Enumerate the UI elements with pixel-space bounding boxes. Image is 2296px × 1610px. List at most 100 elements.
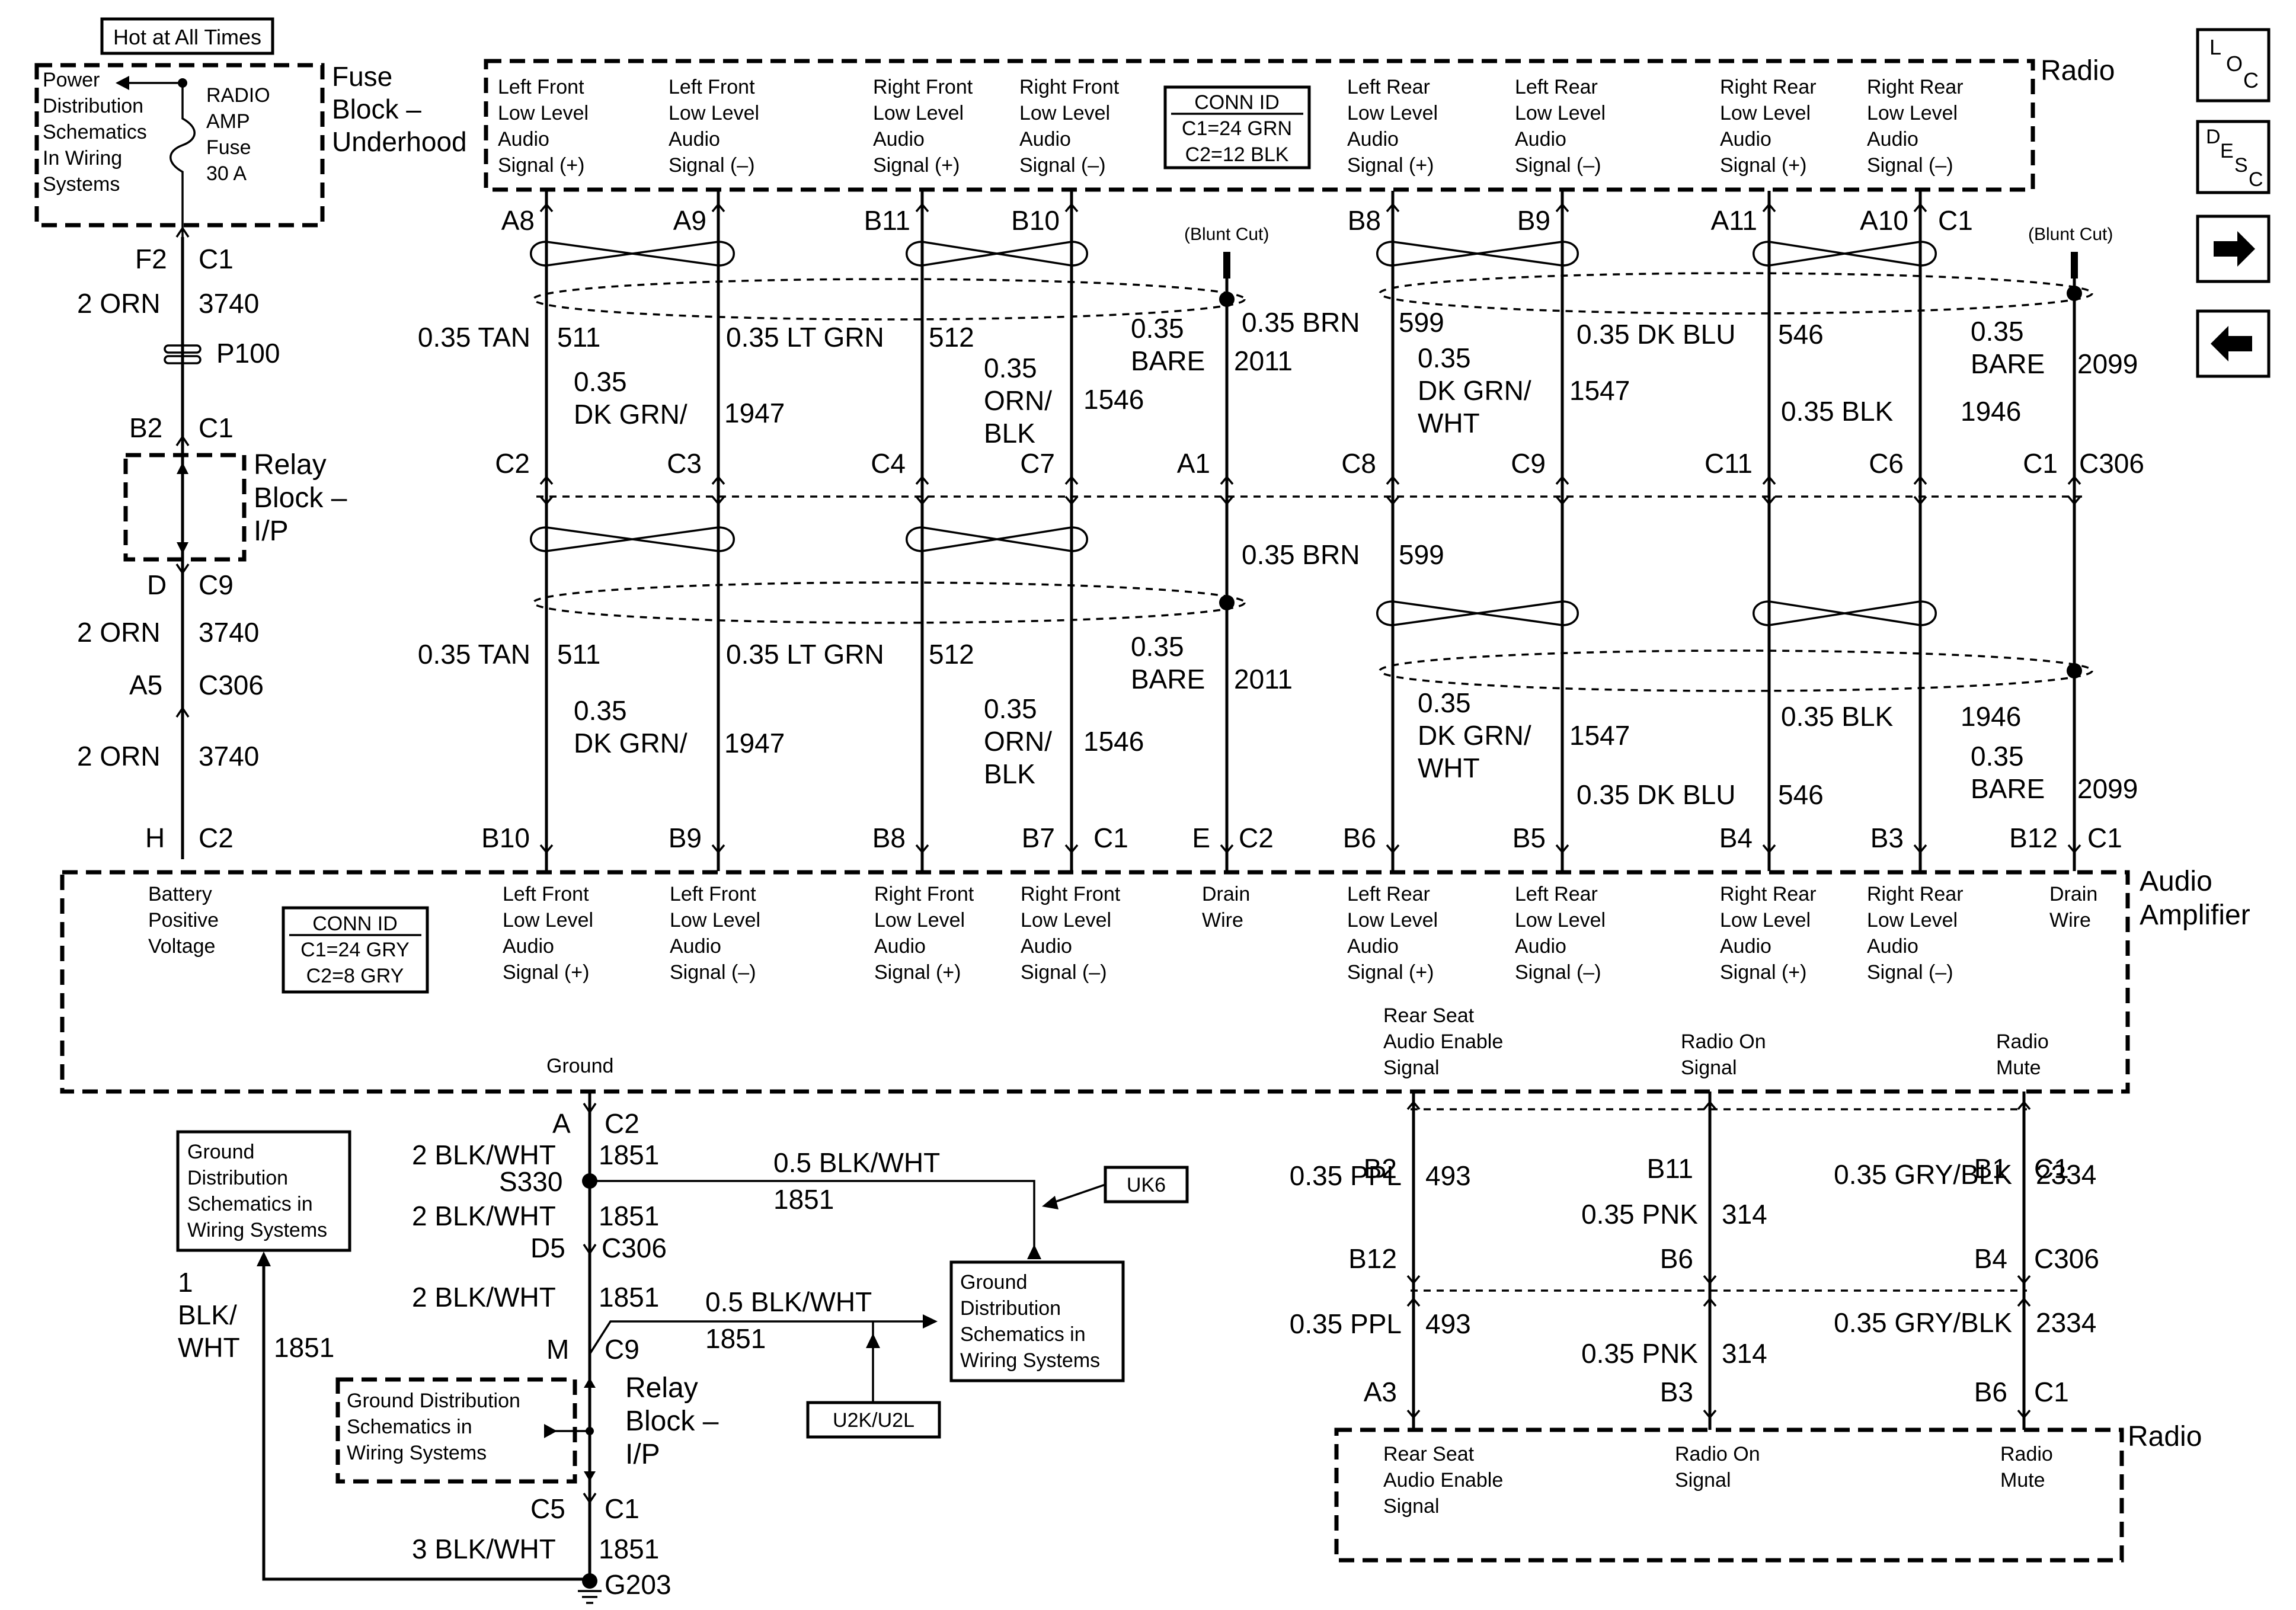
svg-text:2 BLK/WHT: 2 BLK/WHT: [412, 1140, 556, 1170]
connector-mark: [2067, 495, 2081, 505]
desc-button[interactable]: D E S C: [2196, 120, 2271, 194]
right-wire-size: 0.35 PNK: [1581, 1199, 1698, 1230]
radio-conn-id-title: CONN ID: [1194, 91, 1280, 114]
svg-text:1851: 1851: [773, 1184, 834, 1215]
right-pin-label: B6: [1974, 1377, 2007, 1407]
prev-button[interactable]: [2196, 309, 2271, 378]
connector-mark: [1220, 475, 1234, 485]
svg-text:Ground: Ground: [960, 1271, 1027, 1294]
wire-circuit-label: 1546: [1083, 726, 1144, 757]
conn-c2: C2: [199, 822, 234, 853]
svg-text:D: D: [2206, 126, 2221, 148]
shield-drain-dot: [2067, 663, 2082, 678]
svg-text:Systems: Systems: [43, 173, 120, 196]
wire-size-label: 0.35: [1418, 687, 1471, 718]
radio-pin-conn: C1: [1938, 205, 1973, 236]
svg-text:3740: 3740: [199, 741, 259, 772]
svg-text:WHT: WHT: [178, 1332, 240, 1363]
loc-button[interactable]: L O C: [2196, 28, 2271, 103]
shield-ellipse: [532, 581, 1246, 624]
amp-pin-c2: C2: [1239, 822, 1274, 853]
amp-pin-label: E: [1192, 822, 1210, 853]
twisted-pair-loop: [1376, 241, 1393, 267]
radio-pin-label: A9: [673, 205, 706, 236]
radio-signal-label: Audio: [1867, 128, 1918, 151]
amp-radio-mute-label: Radio Mute: [1996, 1030, 2049, 1079]
connector-mark: [2017, 1409, 2031, 1419]
right-wire-circuit: 493: [1425, 1160, 1471, 1191]
hot-at-all-times-label: Hot at All Times: [113, 25, 261, 49]
connector-mark: [915, 203, 929, 213]
radio-signal-label: Audio: [1720, 128, 1771, 151]
connector-mark: [1555, 844, 1569, 854]
next-button[interactable]: [2196, 215, 2271, 283]
svg-text:0.5 BLK/WHT: 0.5 BLK/WHT: [773, 1147, 940, 1178]
svg-text:Signal: Signal: [1383, 1057, 1440, 1079]
svg-text:Fuse: Fuse: [332, 61, 392, 92]
svg-text:Signal: Signal: [1681, 1057, 1737, 1079]
shield-drain-dot: [1219, 595, 1235, 610]
branch-ground-dist-wire[interactable]: [589, 1320, 925, 1355]
radio-signal-label: Low Level: [1867, 102, 1958, 124]
svg-text:I/P: I/P: [625, 1439, 660, 1470]
amp-signal-label: Left Front: [503, 883, 589, 905]
amp-signal-label: Signal (+): [874, 961, 961, 984]
svg-text:1851: 1851: [705, 1323, 766, 1354]
twisted-pair-loop: [1753, 241, 1770, 267]
right-wire-size: 0.35 PPL: [1290, 1308, 1402, 1339]
wire-size-label: WHT: [1418, 408, 1480, 438]
svg-text:Schematics in: Schematics in: [347, 1416, 472, 1438]
wire-size-label: BARE: [1971, 348, 2045, 379]
svg-text:1851: 1851: [599, 1201, 659, 1231]
connector-mark: [1762, 203, 1776, 213]
gnd-inner-note[interactable]: Ground Distribution Schematics in Wiring…: [347, 1390, 520, 1464]
radio-signal-label: Right Front: [873, 76, 973, 98]
left-ground-wire[interactable]: [262, 1262, 590, 1581]
branch-uk6-wire[interactable]: [590, 1180, 1035, 1253]
right-wire-size: 0.35 PPL: [1290, 1160, 1402, 1191]
amp-signal-label: Wire: [1202, 909, 1243, 932]
twisted-pair-loop: [906, 526, 923, 552]
wire-circuit-label: 1947: [724, 728, 785, 758]
amp-conn-id-box: [282, 906, 429, 994]
connector-mark: [539, 475, 554, 485]
amp-signal-label: Signal (+): [1347, 961, 1434, 984]
svg-text:C1=24 GRN: C1=24 GRN: [1182, 117, 1292, 140]
wire-size-label: 0.35: [1971, 741, 2024, 772]
wire-size-label: 0.35 BRN: [1242, 539, 1360, 570]
svg-text:RADIO: RADIO: [206, 84, 270, 107]
connector-mark: [2067, 844, 2081, 854]
svg-text:C2=8 GRY: C2=8 GRY: [306, 965, 404, 987]
svg-text:Schematics in: Schematics in: [960, 1323, 1086, 1346]
gnd-pin-d5: D5: [530, 1233, 565, 1263]
blunt-cut-label-1: (Blunt Cut): [1184, 225, 1269, 244]
splice-p100-label: P100: [216, 338, 280, 369]
amp-pin-label: B6: [1343, 822, 1376, 853]
svg-text:Distribution: Distribution: [43, 95, 143, 117]
svg-text:C1=24 GRY: C1=24 GRY: [300, 939, 410, 961]
connector-mark: [1064, 475, 1079, 485]
wire-circuit-label: 2011: [1234, 664, 1293, 694]
amp-signal-label: Low Level: [1720, 909, 1811, 932]
wire-size-label: ORN/: [984, 385, 1052, 416]
amp-signal-label: Signal (–): [1515, 961, 1601, 984]
power-distribution-note[interactable]: Power Distribution Schematics In Wiring …: [43, 69, 147, 196]
twisted-pair-loop: [530, 241, 547, 267]
radio-signal-label: Right Front: [1019, 76, 1120, 98]
connector-mark: [711, 203, 725, 213]
connector-mark: [1762, 495, 1776, 505]
wire-size-label: DK GRN/: [1418, 375, 1531, 406]
twisted-pair-loop: [1753, 600, 1770, 626]
radio-top-outline: [484, 59, 2035, 192]
wire-circuit-label: 2099: [2077, 348, 2138, 379]
left-ground-distribution-box[interactable]: [176, 1130, 351, 1252]
wire-circuit-label: 1547: [1569, 375, 1630, 406]
shield-ellipse: [1379, 649, 2093, 692]
gnd-pin-c5: C5: [530, 1493, 565, 1524]
amp-signal-label: Low Level: [503, 909, 593, 932]
radio-signal-label: Signal (–): [1019, 154, 1106, 177]
ground-distribution-box[interactable]: [949, 1260, 1125, 1382]
svg-text:Mute: Mute: [1996, 1057, 2041, 1079]
amp-rear-seat-label: Rear Seat Audio Enable Signal: [1383, 1004, 1503, 1079]
